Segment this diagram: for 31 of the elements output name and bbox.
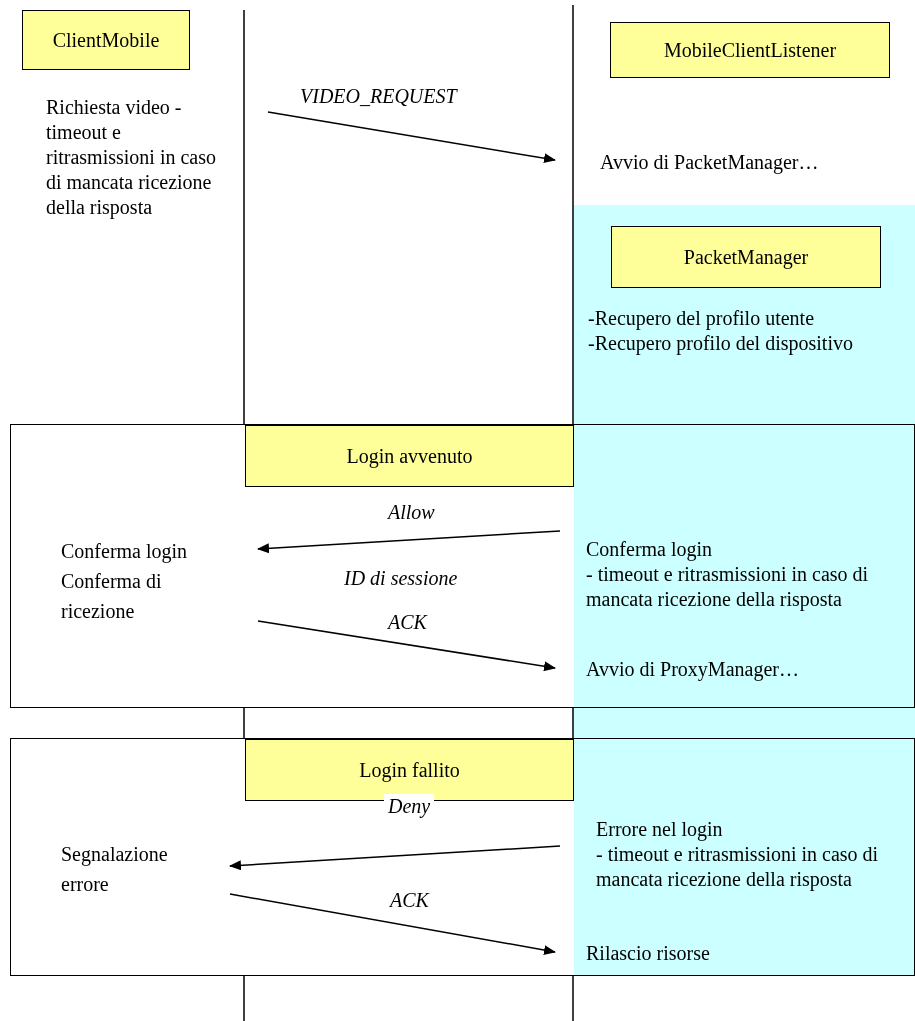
description-text: Conferma login — [61, 539, 189, 565]
message-arrow — [257, 530, 561, 554]
box-label: ClientMobile — [52, 27, 160, 53]
description-text: Conferma di ricezione — [61, 569, 163, 624]
step-text: -Recupero profilo del dispositivo — [588, 331, 854, 356]
class-box — [22, 10, 190, 70]
description-text: Richiesta video - timeout e ritrasmissioni in caso di mancata ricezione della risposta — [46, 95, 217, 220]
box-label: Login avvenuto — [346, 443, 473, 469]
message-arrow — [267, 111, 556, 164]
frame-box — [10, 738, 915, 976]
header-box — [245, 425, 574, 487]
frame-box — [10, 424, 915, 708]
description-text: - timeout e ritrasmissioni in caso di mancata ricezione della risposta — [596, 842, 880, 892]
message-arrow — [229, 845, 561, 871]
box-label: Login fallito — [359, 757, 460, 783]
description-text: Conferma login — [586, 537, 714, 562]
class-box — [611, 226, 881, 288]
step-text: -Recupero del profilo utente — [588, 306, 816, 331]
message-arrow — [229, 893, 556, 955]
description-text: - timeout e ritrasmissioni in caso di mancata ricezione della risposta — [586, 562, 870, 612]
box-label: PacketManager — [683, 244, 809, 270]
edge-label: Deny — [384, 794, 435, 818]
status-text: Avvio di ProxyManager… — [586, 657, 800, 682]
class-box — [610, 22, 890, 78]
description-text: Errore nel login — [596, 817, 724, 842]
header-box — [245, 739, 574, 801]
message-arrow — [257, 620, 556, 672]
description-text: Segnalazione errore — [61, 842, 169, 897]
box-label: MobileClientListener — [663, 37, 837, 63]
status-text: Avvio di PacketManager… — [600, 150, 820, 175]
status-text: Rilascio risorse — [586, 941, 711, 966]
